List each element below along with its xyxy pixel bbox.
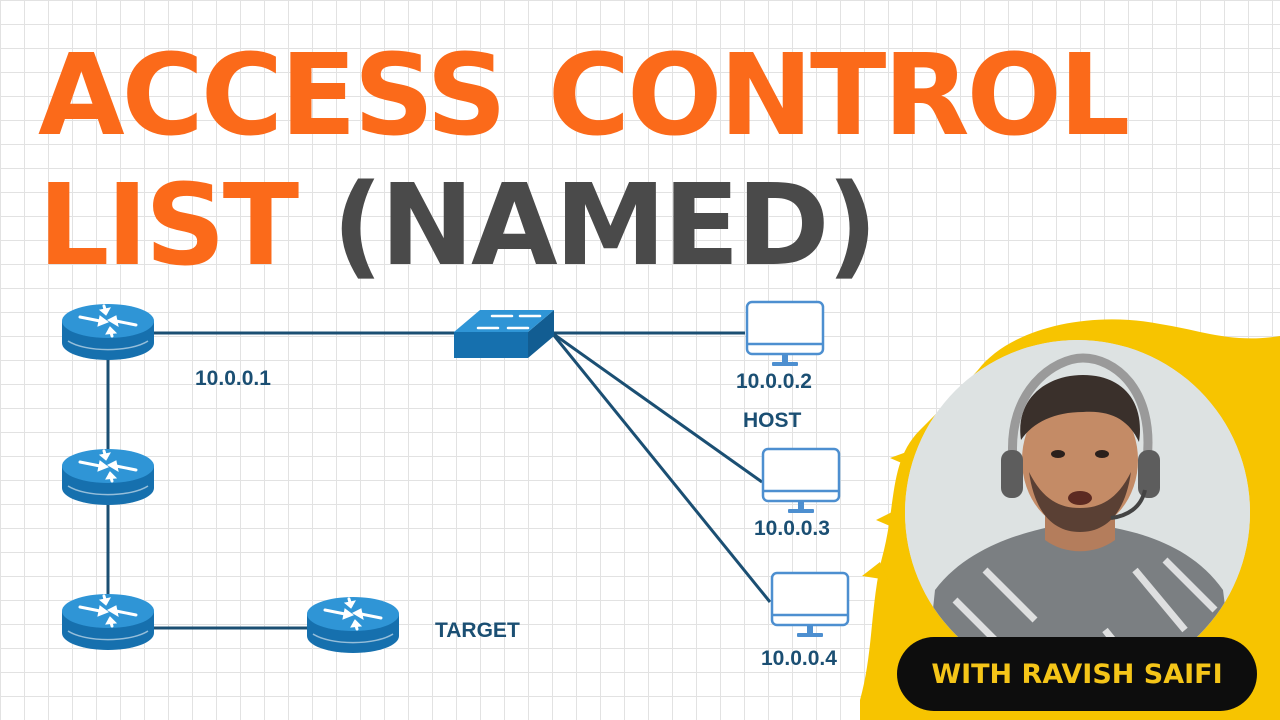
router-ip-label: 10.0.0.1 — [195, 367, 271, 390]
switch-icon — [454, 310, 554, 358]
target-label: TARGET — [435, 619, 520, 642]
monitor-icon — [772, 573, 848, 637]
monitor-icon — [763, 449, 839, 513]
title-word-control: CONTROL — [548, 31, 1127, 161]
router-icon — [62, 449, 154, 505]
host-ip-label: 10.0.0.4 — [761, 647, 837, 670]
host-role-label: HOST — [743, 409, 802, 432]
title-line-2: LIST (NAMED) — [38, 170, 875, 282]
router-icon — [62, 594, 154, 650]
host-ip-label: 10.0.0.3 — [754, 517, 830, 540]
monitor-icon — [747, 302, 823, 366]
title-word-access: ACCESS — [38, 31, 504, 161]
title-word-list: LIST — [38, 161, 296, 291]
host-ip-label: 10.0.0.2 — [736, 370, 812, 393]
presenter-photo — [905, 340, 1250, 685]
router-icon — [307, 597, 399, 653]
title-word-named: (NAMED) — [332, 161, 875, 291]
presenter-badge: WITH RAVISH SAIFI — [897, 637, 1257, 711]
router-icon — [62, 304, 154, 360]
